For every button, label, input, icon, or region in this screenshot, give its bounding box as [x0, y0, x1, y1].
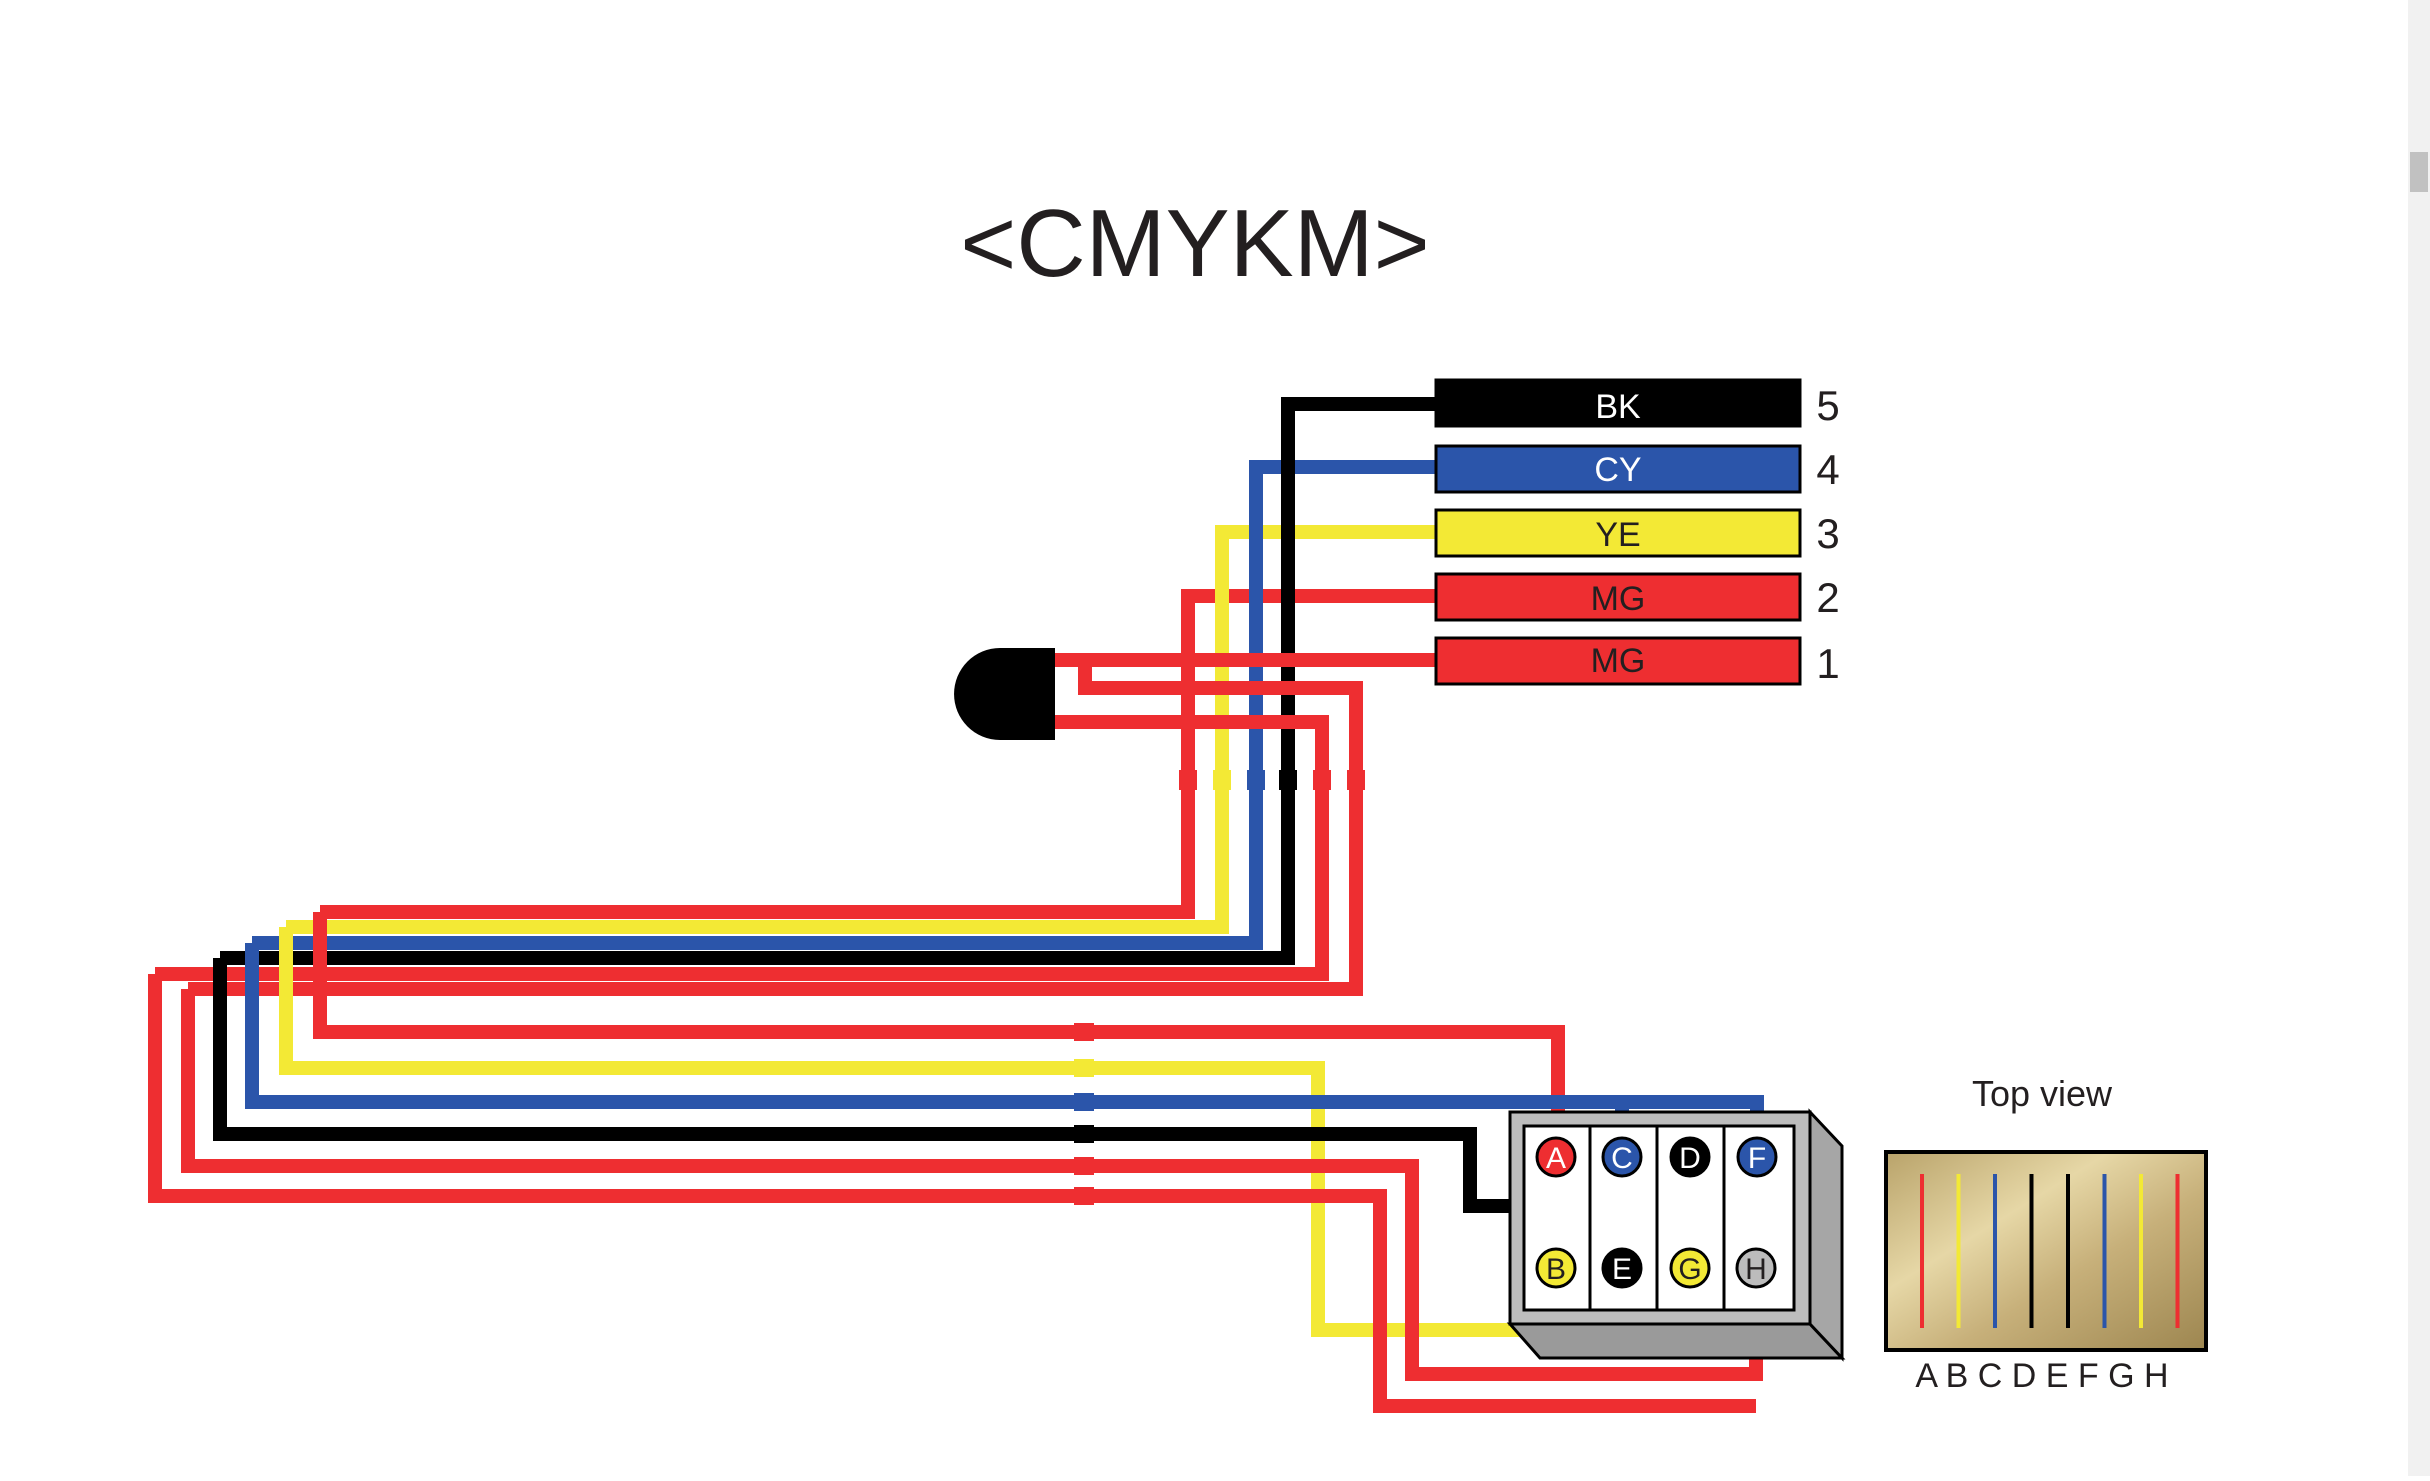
pin-label: H — [1745, 1253, 1767, 1286]
wire-label-1: MG 1 — [1434, 636, 1840, 687]
pin-a: A — [1535, 1136, 1577, 1178]
pin-d: D — [1669, 1136, 1711, 1178]
pin-label: C — [1611, 1142, 1633, 1175]
pin-label: G — [1678, 1253, 1701, 1286]
pin-f: F — [1736, 1136, 1778, 1178]
top-view-stripes — [1920, 1174, 2180, 1328]
pin-label: B — [1546, 1253, 1566, 1286]
wire-cy-4 — [252, 460, 1436, 950]
wire-to-pin-a — [313, 912, 1565, 1148]
connector-housing — [1506, 1108, 1846, 1362]
pin-label: D — [1679, 1142, 1701, 1175]
wire-label-3: YE 3 — [1434, 508, 1840, 558]
pin-e: E — [1601, 1247, 1643, 1289]
wire-number: 2 — [1816, 574, 1839, 621]
wire-label-4: CY 4 — [1434, 444, 1840, 494]
wire-sensor-bottom — [155, 715, 1329, 981]
pin-g: G — [1669, 1247, 1711, 1289]
pin-label: A — [1546, 1142, 1566, 1175]
diagram-title: <CMYKM> — [960, 190, 1429, 297]
wire-mg-2 — [320, 589, 1436, 919]
pin-label: E — [1612, 1253, 1632, 1286]
top-view-pin-letters: A B C D E F G H — [1915, 1357, 2168, 1395]
pin-h: H — [1735, 1247, 1777, 1289]
wire-label-2: MG 2 — [1434, 572, 1840, 622]
pin-b: B — [1535, 1247, 1577, 1289]
wire-label-text: MG — [1591, 642, 1646, 680]
wire-number: 4 — [1816, 446, 1839, 493]
wire-label-text: YE — [1595, 516, 1640, 554]
wire-to-pin-h-inner — [148, 974, 1756, 1413]
wire-labels: BK 5 CY 4 YE 3 MG 2 MG 1 — [1434, 378, 1840, 687]
pin-label: F — [1748, 1142, 1766, 1175]
splice-marks-lower — [1074, 1023, 1094, 1205]
connector-pins: A C D F B E G H — [1535, 1136, 1778, 1289]
pin-c: C — [1601, 1136, 1643, 1178]
wire-number: 3 — [1816, 510, 1839, 557]
wire-number: 1 — [1816, 640, 1839, 687]
sensor-body — [954, 648, 1055, 740]
wire-number: 5 — [1816, 382, 1839, 429]
wire-label-text: MG — [1591, 580, 1646, 618]
top-view: Top view A B C D E F G H — [1884, 1073, 2208, 1395]
wire-label-text: BK — [1595, 388, 1641, 426]
wire-sensor-top — [188, 653, 1363, 996]
wire-label-5: BK 5 — [1434, 378, 1840, 429]
top-view-title: Top view — [1972, 1073, 2113, 1114]
vertical-scrollbar[interactable] — [2408, 0, 2430, 1476]
wire-label-text: CY — [1594, 451, 1641, 489]
wire-ye-3 — [286, 525, 1436, 934]
splice-marks-upper — [1179, 770, 1365, 790]
top-view-plate — [1884, 1150, 2208, 1352]
scrollbar-thumb[interactable] — [2410, 152, 2428, 192]
